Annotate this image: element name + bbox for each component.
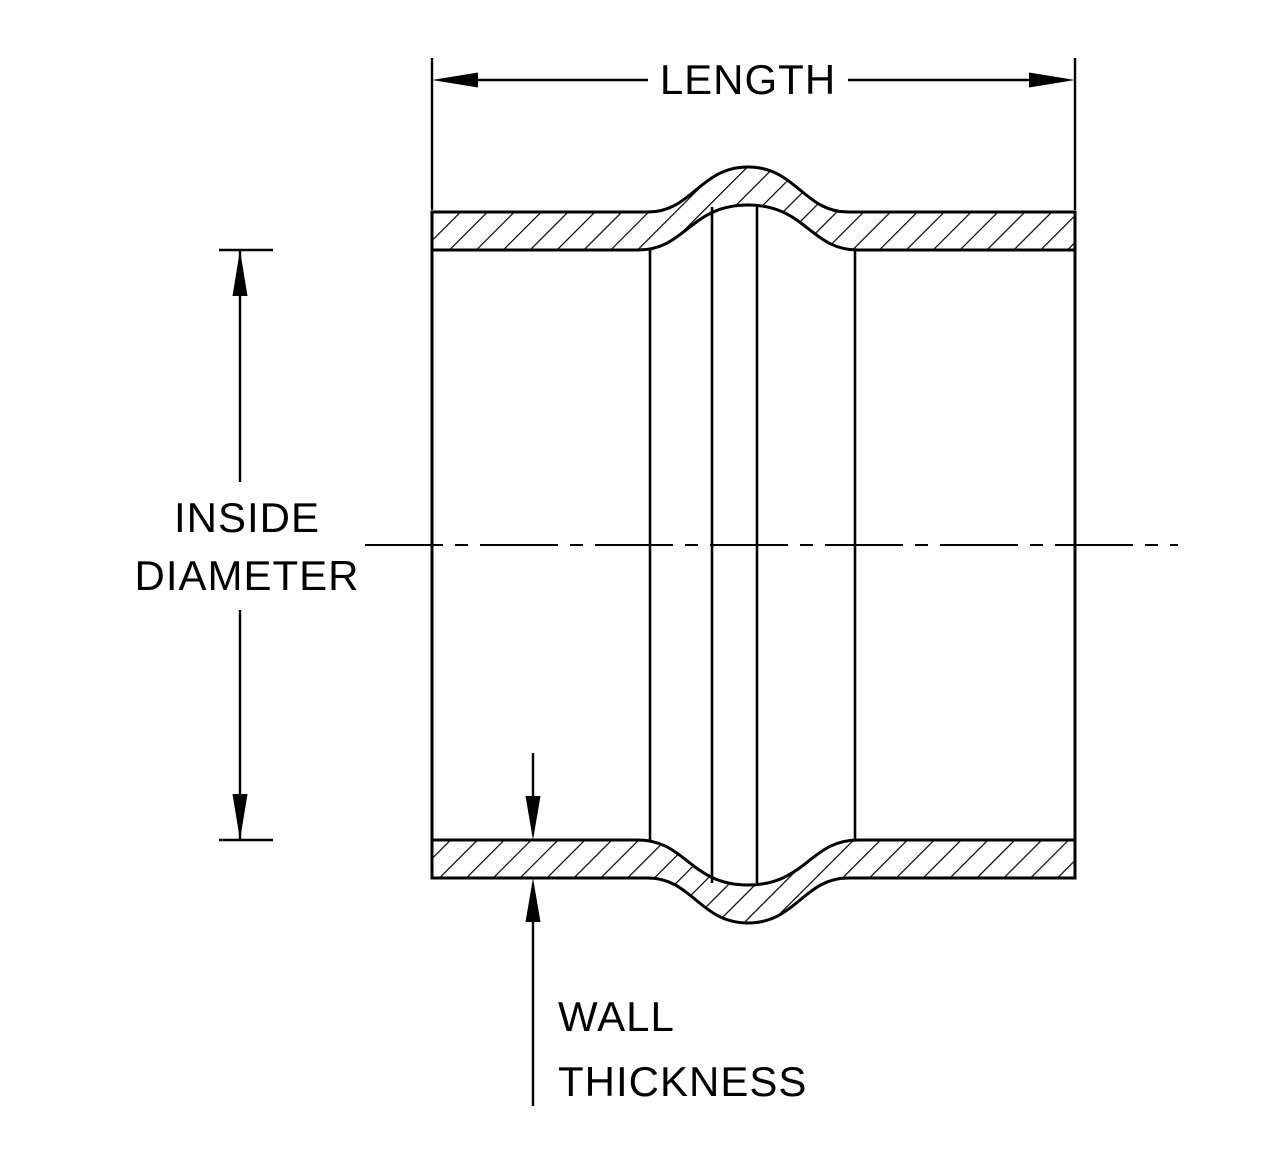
inside-diameter-arrowhead-down <box>232 794 248 840</box>
inside-diameter-arrowhead-up <box>232 250 248 296</box>
wall-thickness-label-line2: THICKNESS <box>558 1058 807 1105</box>
length-dimension: LENGTH <box>430 56 1077 210</box>
inside-diameter-label-line1: INSIDE <box>174 494 320 541</box>
wall-thickness-arrowhead-up <box>525 878 541 922</box>
inside-diameter-dimension: INSIDE DIAMETER <box>134 248 359 842</box>
length-arrowhead-left <box>432 72 478 88</box>
coupler-body <box>430 165 1077 925</box>
wall-thickness-dimension: WALL THICKNESS <box>525 753 807 1106</box>
length-label: LENGTH <box>660 56 836 103</box>
wall-thickness-arrowhead-down <box>525 796 541 840</box>
top-wall-hatched-band <box>430 165 1077 252</box>
length-arrowhead-right <box>1029 72 1075 88</box>
inside-diameter-label-line2: DIAMETER <box>134 552 359 599</box>
wall-thickness-label-line1: WALL <box>558 993 675 1040</box>
